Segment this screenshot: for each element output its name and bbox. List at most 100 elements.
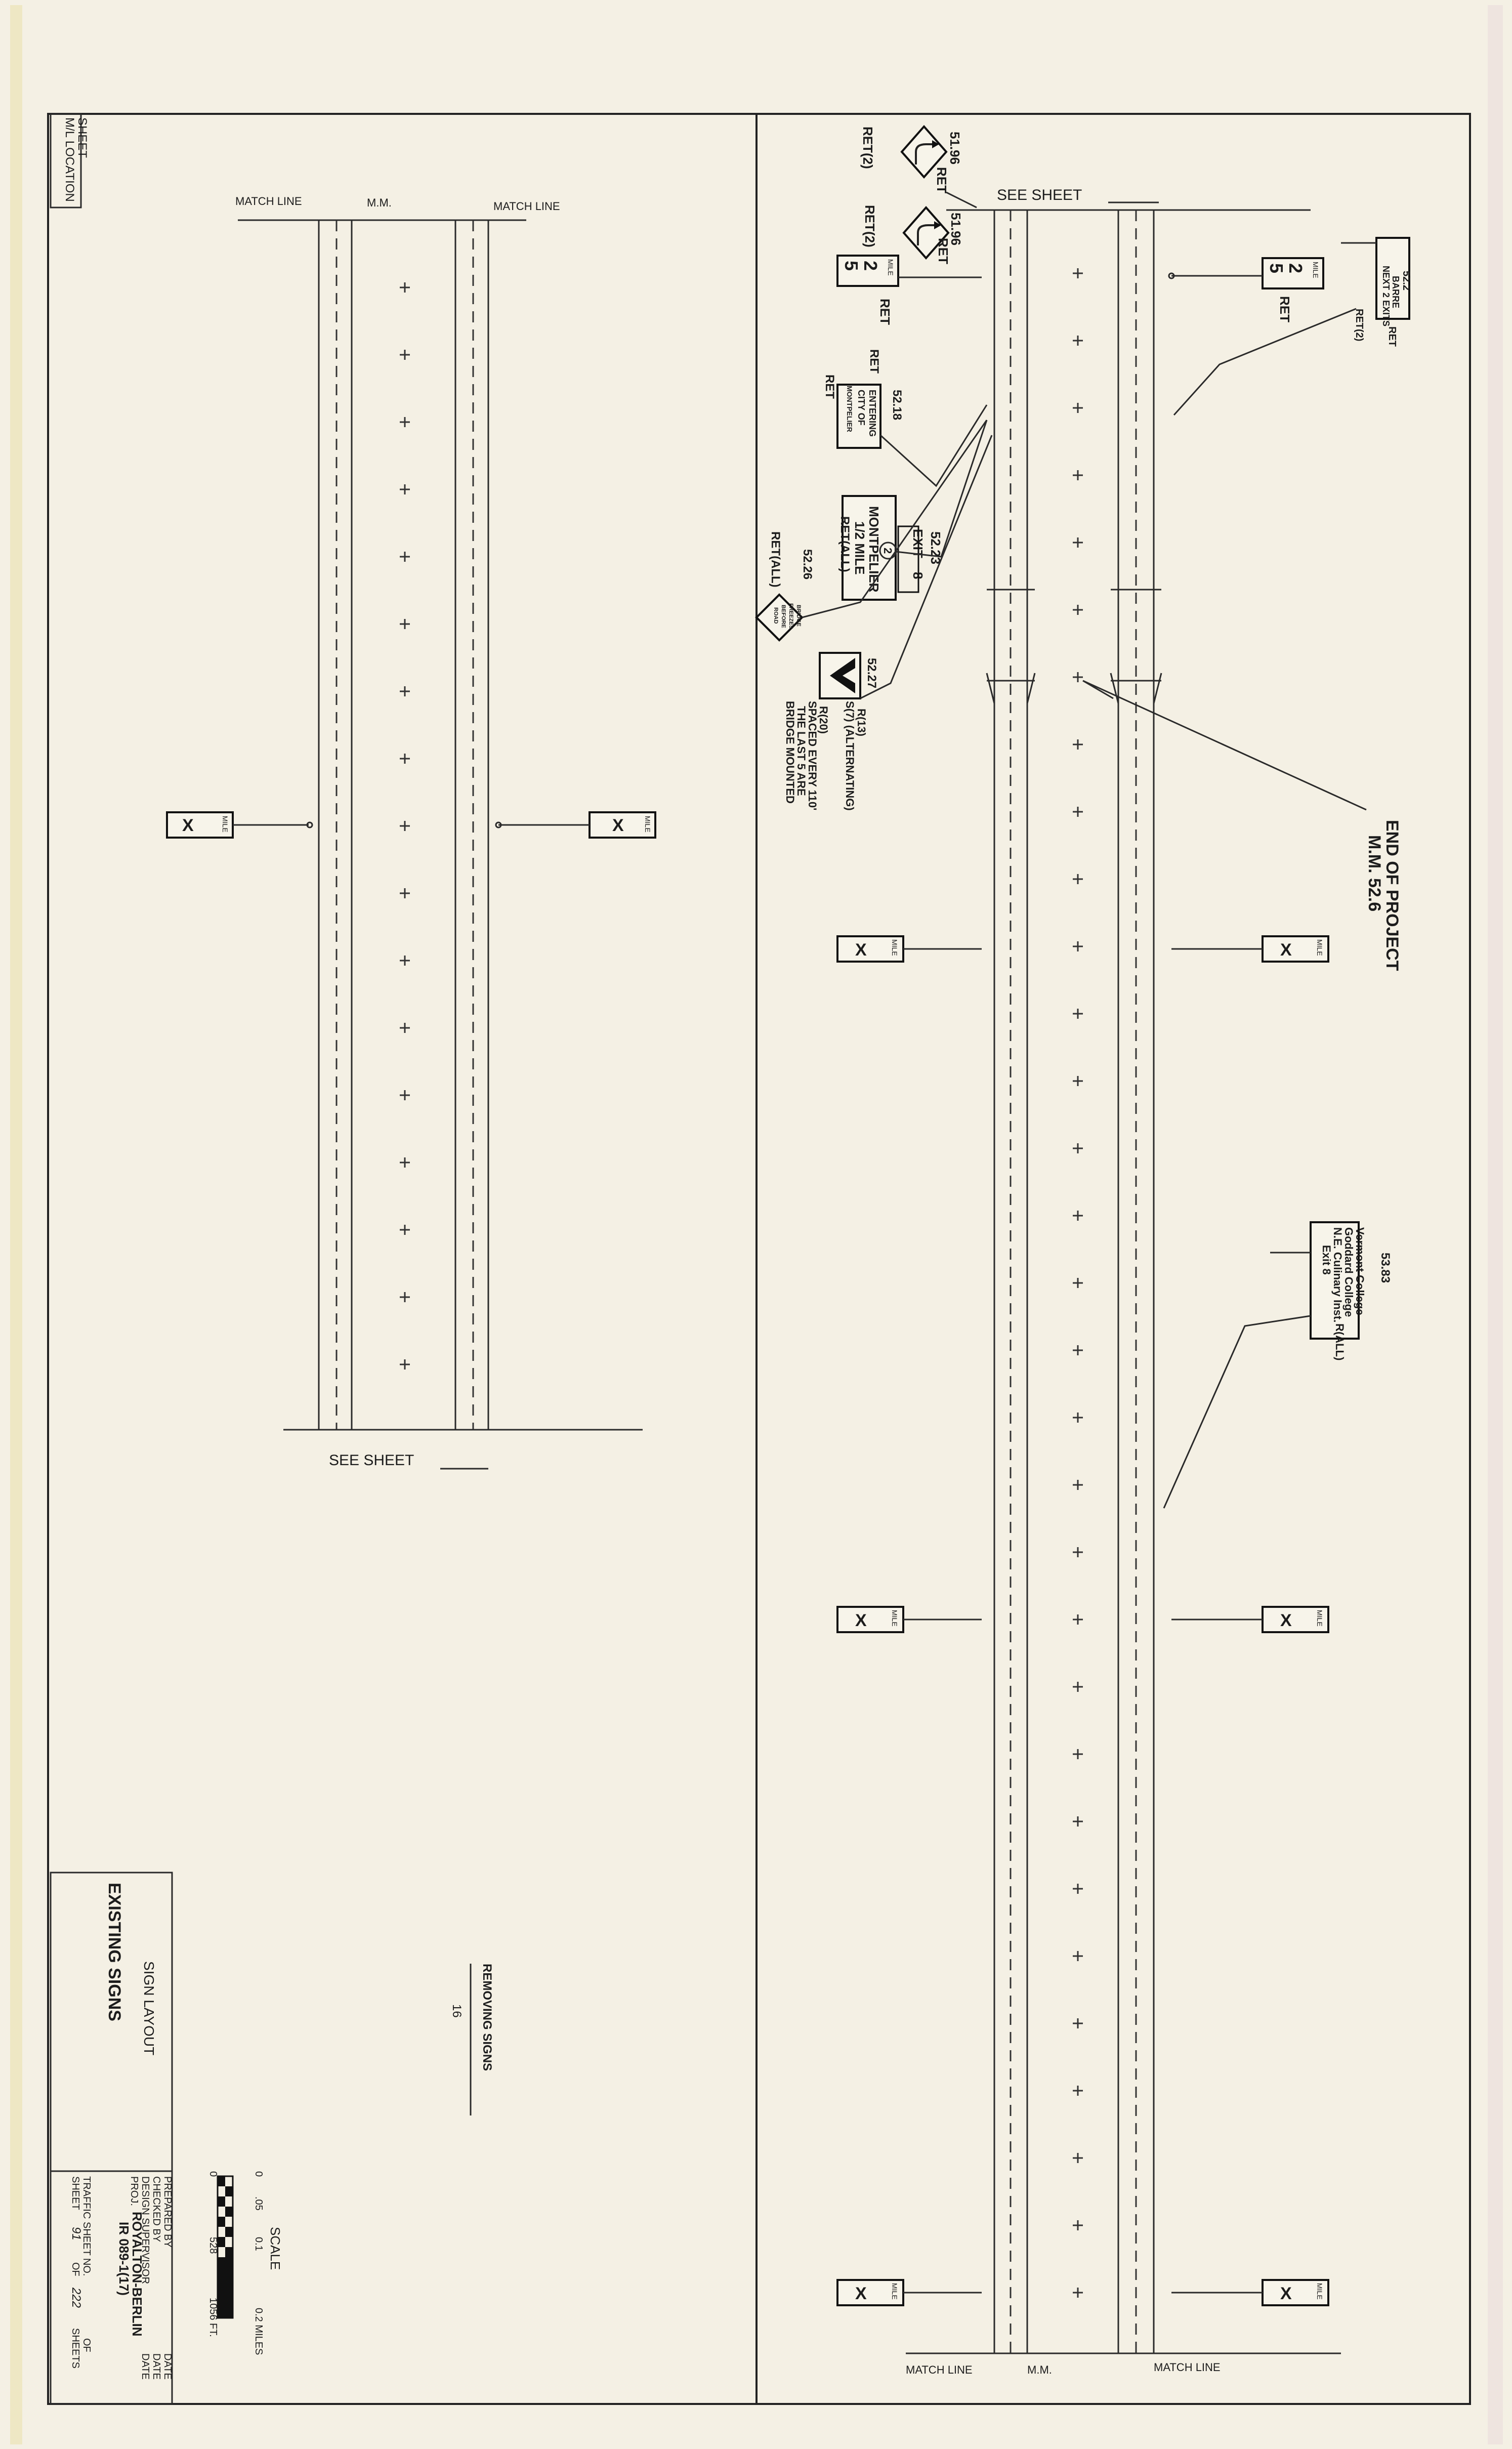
left-roadway: MATCH LINE M.M. MATCH LINE SEE SHEET <box>235 195 643 1470</box>
svg-text:X: X <box>182 816 194 835</box>
station-mark <box>400 417 410 427</box>
station-mark <box>400 552 410 562</box>
svg-text:5: 5 <box>1266 263 1287 273</box>
svg-text:0.1: 0.1 <box>253 2237 264 2251</box>
svg-text:5: 5 <box>841 261 862 271</box>
sign-52-18-montpelier: 52.18 ENTERING CITY OF MONTPELIER RET RE… <box>823 349 988 487</box>
svg-text:TRAFFIC SHEET NO.: TRAFFIC SHEET NO. <box>81 2176 92 2276</box>
svg-text:RET: RET <box>823 375 836 399</box>
mile-sign-left-2: X MILE <box>495 811 656 839</box>
station-mark <box>400 1359 410 1369</box>
svg-text:BARRE: BARRE <box>1391 276 1401 308</box>
drawing-title: EXISTING SIGNS <box>105 1883 124 2021</box>
svg-text:R(13): R(13) <box>855 709 868 736</box>
svg-text:MILE: MILE <box>1312 262 1320 278</box>
station-mark <box>1073 2018 1083 2028</box>
svg-text:FREEZES: FREEZES <box>788 603 794 629</box>
station-mark <box>1073 1009 1083 1019</box>
station-mark <box>1073 1682 1083 1692</box>
station-mark <box>1073 941 1083 951</box>
station-mark <box>1073 739 1083 750</box>
station-mark <box>400 1292 410 1302</box>
svg-text:RET(2): RET(2) <box>1354 309 1365 341</box>
station-mark <box>400 484 410 494</box>
svg-text:2: 2 <box>881 548 894 554</box>
station-mark <box>400 282 410 293</box>
title-block: EXISTING SIGNS SIGN LAYOUT PREPARED BY D… <box>50 1872 173 2405</box>
svg-text:M/L LOCATION: M/L LOCATION <box>63 117 76 202</box>
svg-text:S(7) (ALTERNATING): S(7) (ALTERNATING) <box>844 701 856 811</box>
svg-text:ROAD: ROAD <box>773 607 779 624</box>
svg-text:DATE: DATE <box>151 2353 162 2380</box>
svg-text:16: 16 <box>450 2004 464 2018</box>
station-mark <box>400 821 410 831</box>
match-line-label: MATCH LINE <box>493 200 560 213</box>
station-mark <box>1073 537 1083 548</box>
svg-text:X: X <box>612 816 624 835</box>
station-mark <box>400 1225 410 1235</box>
end-of-project-callout: END OF PROJECT M.M. 52.6 <box>1082 680 1402 971</box>
svg-text:PREPARED BY: PREPARED BY <box>162 2176 173 2248</box>
svg-text:OF: OF <box>70 2262 81 2276</box>
svg-text:MILE: MILE <box>221 816 229 833</box>
svg-text:OF: OF <box>81 2338 92 2352</box>
svg-text:CHECKED BY: CHECKED BY <box>151 2176 162 2242</box>
station-mark <box>1073 1816 1083 1827</box>
svg-text:2: 2 <box>860 261 881 271</box>
station-mark <box>1073 605 1083 615</box>
station-mark <box>1073 874 1083 884</box>
station-mark <box>1073 672 1083 682</box>
svg-text:SHEET: SHEET <box>70 2176 81 2210</box>
svg-text:528: 528 <box>207 2237 219 2254</box>
svg-text:52.18: 52.18 <box>890 390 904 420</box>
svg-text:DATE: DATE <box>162 2353 173 2380</box>
svg-text:N.E. Culinary Inst.: N.E. Culinary Inst. <box>1331 1227 1344 1322</box>
svg-text:52.26: 52.26 <box>801 549 814 579</box>
svg-text:RET(2): RET(2) <box>860 127 875 169</box>
station-mark <box>1073 336 1083 346</box>
svg-text:52.2: 52.2 <box>1401 271 1412 290</box>
svg-text:SPACED EVERY 110': SPACED EVERY 110' <box>806 701 819 810</box>
mile-marker-label: M.M. <box>367 196 392 209</box>
mile-sign-left: X MILE <box>166 811 313 839</box>
svg-text:RET(ALL): RET(ALL) <box>838 516 852 572</box>
svg-text:BEFORE: BEFORE <box>780 605 786 628</box>
svg-text:0: 0 <box>253 2171 264 2177</box>
station-mark <box>400 754 410 764</box>
svg-text:DATE: DATE <box>140 2353 151 2380</box>
station-mark <box>400 956 410 966</box>
match-line-label: MATCH LINE <box>235 195 302 207</box>
station-mark <box>1073 403 1083 413</box>
svg-text:0.2 MILES: 0.2 MILES <box>253 2308 264 2355</box>
svg-text:SCALE: SCALE <box>268 2227 283 2270</box>
svg-text:1056 FT.: 1056 FT. <box>207 2298 219 2337</box>
svg-text:0: 0 <box>207 2171 219 2177</box>
svg-text:MILE: MILE <box>644 816 652 833</box>
svg-text:53.83: 53.83 <box>1378 1253 1392 1283</box>
station-mark <box>1073 470 1083 480</box>
mile-marker-label: M.M. <box>1027 2363 1052 2376</box>
svg-text:BRIDGE: BRIDGE <box>795 605 802 627</box>
svg-text:RET(2): RET(2) <box>862 205 877 247</box>
sign-52-2-barre: 52.2 BARRE NEXT 2 EXITS RET RET(2) <box>1173 237 1412 416</box>
svg-text:R(20): R(20) <box>817 706 830 734</box>
station-mark <box>400 619 410 629</box>
location-box: M/L LOCATION SHEET <box>50 113 89 209</box>
svg-text:X: X <box>855 940 867 960</box>
svg-text:BRIDGE MOUNTED: BRIDGE MOUNTED <box>784 701 796 804</box>
svg-text:Goddard College: Goddard College <box>1342 1227 1355 1317</box>
svg-text:Exit 8: Exit 8 <box>1320 1245 1333 1275</box>
sign-51-96-a: 51.96 RET RET(2) <box>860 124 977 209</box>
svg-text:RET: RET <box>1387 326 1398 347</box>
station-mark <box>1073 1480 1083 1490</box>
sign-52-26-bridge-freezes: BRIDGE FREEZES BEFORE ROAD 52.26 RET(ALL… <box>755 420 988 642</box>
svg-text:MILE: MILE <box>1316 939 1324 956</box>
svg-text:CITY OF: CITY OF <box>856 390 866 426</box>
station-mark <box>400 1090 410 1100</box>
svg-text:MILE: MILE <box>891 2283 899 2300</box>
